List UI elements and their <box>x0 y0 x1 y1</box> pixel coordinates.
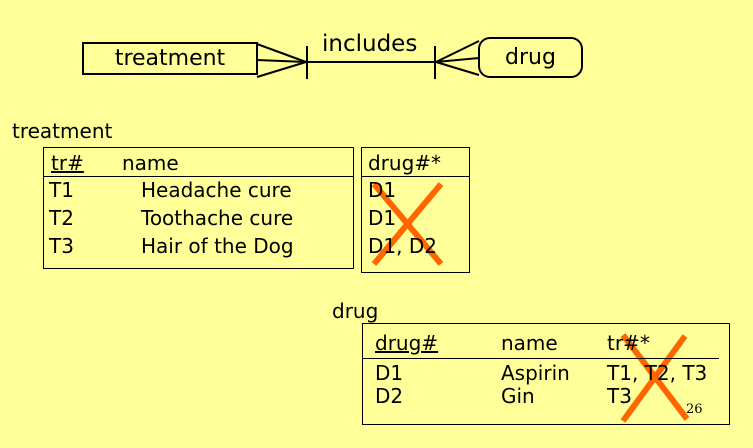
treatment-table-fk-column: drug#* D1 D1 D1, D2 <box>361 147 470 273</box>
cell-name: Hair of the Dog <box>141 234 294 258</box>
crows-foot-left <box>256 43 308 79</box>
cell-name: Gin <box>501 384 535 408</box>
entity-box-drug: drug <box>478 37 583 78</box>
drug-table-label: drug <box>332 299 379 323</box>
drug-table: drug# name tr#* D1 Aspirin T1, T2, T3 D2… <box>362 323 730 425</box>
entity-drug-label: drug <box>505 45 556 70</box>
entity-box-treatment: treatment <box>82 42 258 75</box>
drug-header-separator <box>363 358 719 359</box>
relationship-label: includes <box>322 31 418 57</box>
entity-treatment-label: treatment <box>114 46 226 71</box>
cell-drug: D1 <box>368 178 397 202</box>
drug-header-fk: tr#* <box>607 331 650 355</box>
cell-name: Aspirin <box>501 361 570 385</box>
cell-tr: T3 <box>607 384 632 408</box>
cell-tr: T1 <box>49 178 74 202</box>
treatment-table-main: tr# name T1 Headache cure T2 Toothache c… <box>43 147 354 269</box>
cell-drug: D2 <box>375 384 404 408</box>
drug-header-key: drug# <box>375 331 439 355</box>
crows-foot-right <box>434 40 480 79</box>
treatment-fk-header-separator <box>362 176 469 177</box>
cell-drug: D1 <box>368 206 397 230</box>
cell-tr: T2 <box>49 206 74 230</box>
cell-tr: T1, T2, T3 <box>607 361 708 385</box>
treatment-header-fk: drug#* <box>368 151 442 175</box>
drug-header-name: name <box>501 331 558 355</box>
cell-drug: D1 <box>375 361 404 385</box>
cell-drug: D1, D2 <box>368 234 437 258</box>
treatment-header-separator <box>44 176 353 177</box>
cell-name: Toothache cure <box>141 206 294 230</box>
page-number: 26 <box>686 402 703 417</box>
cell-name: Headache cure <box>141 178 292 202</box>
treatment-header-key: tr# <box>51 151 84 175</box>
treatment-header-name: name <box>122 151 179 175</box>
treatment-table-label: treatment <box>12 119 113 143</box>
cell-tr: T3 <box>49 234 74 258</box>
